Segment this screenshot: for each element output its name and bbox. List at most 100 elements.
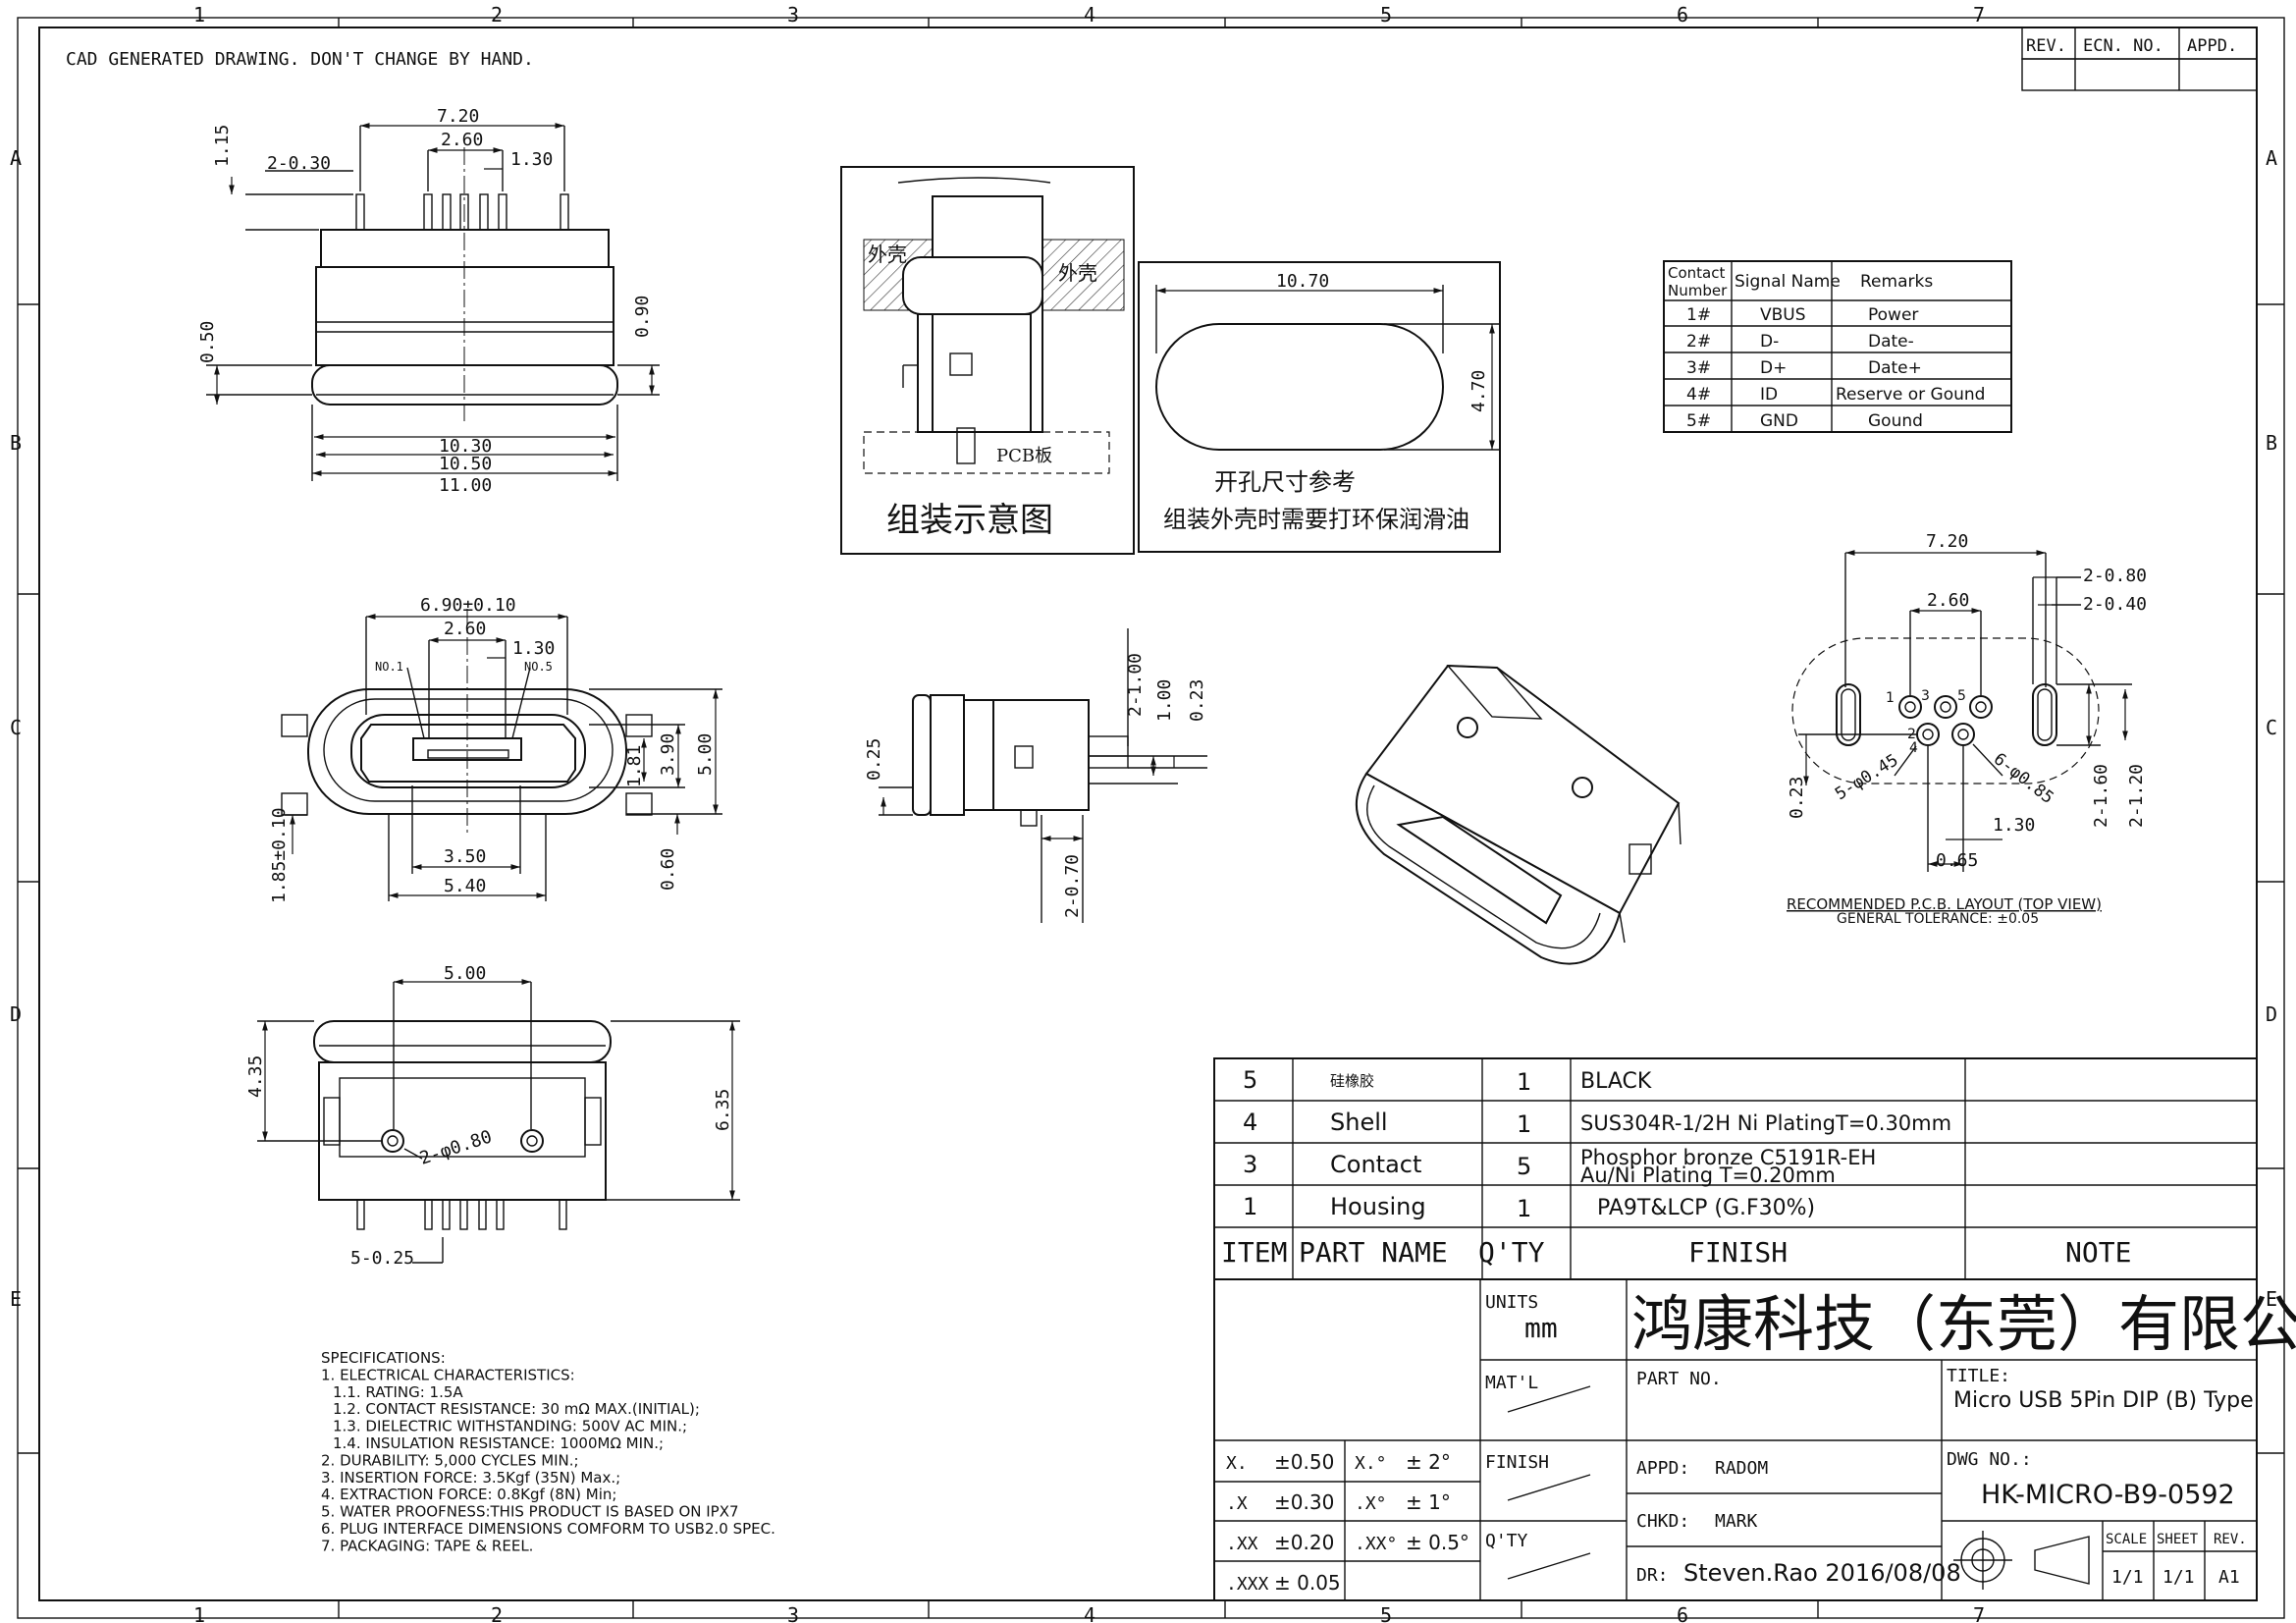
scale-label: SCALE — [2106, 1532, 2147, 1547]
bom-qty: 1 — [1517, 1110, 1531, 1138]
bom-item: 1 — [1243, 1193, 1257, 1220]
bottom-view: 5.00 4.35 6.35 2-φ0.80 5-0.25 — [245, 963, 740, 1269]
tolerance-linear-label: .XX — [1226, 1534, 1258, 1554]
title-block: UNITS mm 鸿康科技（东莞）有限公司 MAT'L PART NO. TIT… — [1213, 1278, 2296, 1601]
front-dim-1-15: 1.15 — [212, 125, 233, 167]
pcb-dim-2-60: 2.60 — [1927, 590, 1969, 611]
pin-table-signal: GND — [1760, 411, 1798, 431]
bottom-dim-holes: 2-φ0.80 — [417, 1126, 495, 1168]
cutout-height: 4.70 — [1468, 370, 1489, 412]
part-no-label: PART NO. — [1636, 1369, 1722, 1389]
bom-finish: SUS304R-1/2H Ni PlatingT=0.30mm — [1580, 1111, 1951, 1135]
pcb-pin-4: 4 — [1909, 740, 1918, 756]
bom-part-name: Shell — [1330, 1109, 1388, 1136]
front-dim-pin-width: 2-0.30 — [267, 153, 331, 174]
pin-table-header-remarks: Remarks — [1860, 272, 1933, 292]
row-label-left-E: E — [10, 1287, 22, 1311]
appd-header: APPD. — [2187, 36, 2237, 56]
assembly-pcb-label: PCB板 — [996, 446, 1052, 466]
pin-table-signal: D- — [1760, 332, 1779, 352]
pcb-dim-5-phi-0-45: 5-φ0.45 — [1832, 750, 1901, 804]
pcb-dim-0-23: 0.23 — [1787, 777, 1807, 819]
side-dim-0-25: 0.25 — [864, 738, 884, 781]
front-dim-7-20: 7.20 — [437, 106, 479, 127]
pin-table-header-signal: Signal Name — [1735, 272, 1841, 292]
pcb-layout: 7.20 2-0.80 2-0.40 2.60 5-φ0.45 6-φ0.85 … — [1787, 531, 2147, 927]
cutout-width: 10.70 — [1276, 271, 1329, 292]
tolerance-linear-value: ± 0.05 — [1274, 1571, 1341, 1595]
row-label-right-A: A — [2266, 146, 2277, 170]
pcb-tolerance: GENERAL TOLERANCE: ±0.05 — [1837, 911, 2039, 927]
tolerance-angular-label: .XX° — [1355, 1534, 1397, 1554]
pin-table-number: 1# — [1686, 305, 1711, 325]
bom-item: 4 — [1243, 1109, 1257, 1136]
row-label-right-B: B — [2266, 431, 2277, 455]
column-label-bottom-4: 4 — [1084, 1603, 1095, 1623]
bom-item: 5 — [1243, 1066, 1257, 1094]
face-no1-label: NO.1 — [375, 660, 403, 674]
face-dim-3-90: 3.90 — [658, 733, 678, 776]
spec-line: 4. EXTRACTION FORCE: 0.8Kgf (8N) Min; — [321, 1486, 616, 1503]
pin-table-number: 2# — [1686, 332, 1711, 352]
row-label-right-E: E — [2266, 1287, 2277, 1311]
spec-line: 1.2. CONTACT RESISTANCE: 30 mΩ MAX.(INIT… — [333, 1400, 700, 1418]
finish-label: FINISH — [1485, 1452, 1549, 1473]
column-label-bottom-3: 3 — [787, 1603, 799, 1623]
column-label-top-5: 5 — [1380, 3, 1392, 27]
pin-table-number: 4# — [1686, 385, 1711, 405]
cutout-caption-2: 组装外壳时需要打环保润滑油 — [1163, 506, 1469, 533]
appd-value: RADOM — [1715, 1458, 1768, 1479]
dr-label: DR: — [1636, 1565, 1669, 1586]
front-dim-10-50: 10.50 — [439, 454, 492, 474]
spec-line: 6. PLUG INTERFACE DIMENSIONS COMFORM TO … — [321, 1520, 775, 1538]
row-label-left-C: C — [10, 716, 22, 739]
pcb-pin-3: 3 — [1921, 688, 1930, 704]
front-view: 7.20 2.60 1.30 2-0.30 1.15 0.50 0.90 10.… — [197, 106, 660, 496]
front-dim-11-00: 11.00 — [439, 475, 492, 496]
pcb-dim-1-30: 1.30 — [1993, 815, 2035, 836]
tolerance-linear-value: ±0.30 — [1274, 1490, 1334, 1514]
header-note: CAD GENERATED DRAWING. DON'T CHANGE BY H… — [66, 49, 534, 70]
pcb-dim-7-20: 7.20 — [1926, 531, 1968, 552]
bom-item: 3 — [1243, 1151, 1257, 1178]
face-dim-5-00: 5.00 — [695, 733, 716, 776]
column-label-bottom-7: 7 — [1973, 1603, 1985, 1623]
assembly-caption: 组装示意图 — [886, 501, 1053, 540]
bom-part-name: Housing — [1330, 1193, 1426, 1220]
front-dim-0-50: 0.50 — [197, 321, 218, 363]
bom-header-finish: FINISH — [1688, 1236, 1788, 1269]
pin-table-remark: Gound — [1868, 411, 1923, 431]
face-view: 6.90±0.10 2.60 1.30 NO.1 NO.5 1.81 3.90 … — [269, 595, 722, 903]
tolerance-linear-label: .X — [1226, 1493, 1248, 1514]
tolerance-linear-value: ±0.20 — [1274, 1531, 1334, 1554]
pcb-pin-5: 5 — [1957, 688, 1966, 704]
front-dim-0-90: 0.90 — [632, 296, 653, 338]
face-dim-5-40: 5.40 — [444, 876, 486, 896]
isometric-view — [1355, 664, 1682, 965]
bom-qty: 1 — [1517, 1195, 1531, 1222]
pcb-pin-2: 2 — [1907, 727, 1916, 742]
row-label-left-D: D — [10, 1002, 22, 1026]
row-label-right-D: D — [2266, 1002, 2277, 1026]
assembly-diagram: 外壳 外壳 PCB板 组装示意图 — [840, 166, 1135, 555]
pin-table-signal: ID — [1760, 385, 1778, 405]
pcb-dim-2-0-80: 2-0.80 — [2083, 566, 2147, 586]
pin-table-remark: Date- — [1868, 332, 1914, 352]
pcb-dim-2-1-60: 2-1.60 — [2091, 764, 2111, 828]
spec-line: 1.1. RATING: 1.5A — [333, 1383, 463, 1401]
face-dim-1-85: 1.85±0.10 — [269, 807, 290, 903]
tolerance-angular-value: ± 2° — [1406, 1450, 1451, 1474]
bom-header-part: PART NAME — [1299, 1236, 1448, 1269]
cutout-caption-1: 开孔尺寸参考 — [1214, 468, 1356, 496]
column-label-top-1: 1 — [193, 3, 205, 27]
bom-finish-line-2: Au/Ni Plating T=0.20mm — [1580, 1163, 1836, 1187]
pin-table-remark: Reserve or Gound — [1836, 385, 1985, 405]
column-label-top-2: 2 — [491, 3, 503, 27]
pcb-caption: RECOMMENDED P.C.B. LAYOUT (TOP VIEW) — [1787, 895, 2102, 913]
spec-line: 3. INSERTION FORCE: 3.5Kgf (35N) Max.; — [321, 1469, 620, 1487]
tolerance-angular-label: .X° — [1355, 1493, 1387, 1514]
revision-block: REV. ECN. NO. APPD. — [2021, 27, 2258, 91]
